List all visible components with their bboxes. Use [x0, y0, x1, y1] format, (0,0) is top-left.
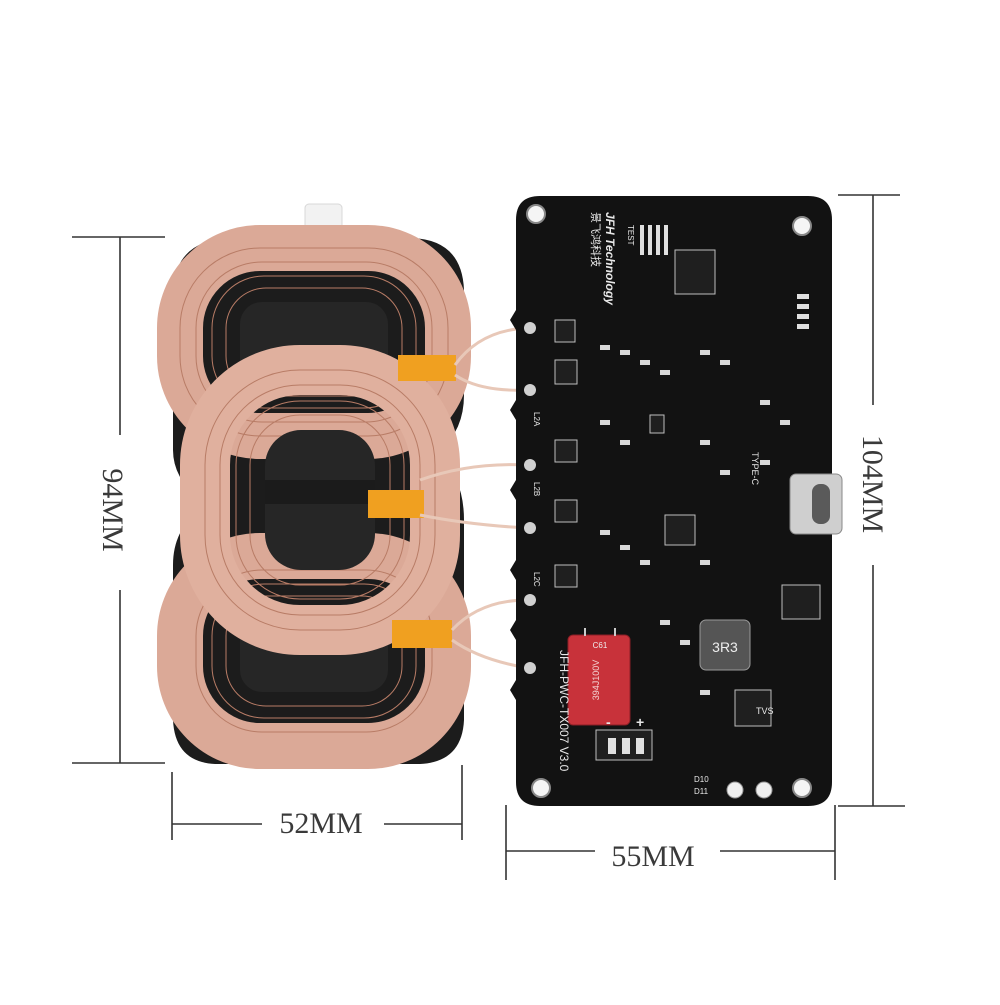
- polarity-plus: +: [636, 714, 644, 730]
- polarity-minus: -: [606, 714, 611, 730]
- brand-en: JFH Technology: [603, 212, 617, 306]
- capacitor-marking: 394J100V: [591, 660, 601, 701]
- coil-label-b: L2B: [532, 482, 541, 496]
- tvs-label: TVS: [756, 706, 774, 716]
- mount-hole: [792, 216, 812, 236]
- coil-label-a: L2A: [532, 412, 541, 427]
- coil-middle: [180, 345, 460, 655]
- pcb-board: 3R3 394J100V C61 JFH Technology 景飞鸿科技 JF…: [510, 196, 843, 806]
- header-pins: [608, 225, 809, 754]
- coil-pads: [524, 322, 536, 674]
- led-label-1: D10: [694, 775, 709, 784]
- usb-type-c-port: [789, 473, 843, 535]
- film-capacitor: 394J100V C61: [567, 628, 631, 726]
- inductor: 3R3: [699, 619, 751, 671]
- capacitor-ref: C61: [593, 641, 608, 650]
- dimension-label-coil-height: 94MM: [96, 468, 129, 552]
- mount-hole: [792, 778, 812, 798]
- kapton-tape-bottom: [392, 620, 452, 648]
- led-indicator: [755, 781, 773, 799]
- usb-label: TYPE-C: [750, 452, 760, 486]
- led-indicator: [726, 781, 744, 799]
- test-label: TEST: [626, 225, 635, 246]
- dimension-lines: [72, 194, 905, 880]
- silkscreen: JFH Technology 景飞鸿科技 JFH-PWC-TX007 V3.0 …: [532, 212, 774, 796]
- model-number: JFH-PWC-TX007 V3.0: [557, 650, 571, 772]
- dimension-label-coil-width: 52MM: [279, 807, 363, 840]
- led-label-2: D11: [694, 787, 709, 796]
- brand-cn: 景飞鸿科技: [589, 212, 603, 267]
- dimension-label-board-height: 104MM: [856, 434, 889, 534]
- coil-assembly: [157, 203, 471, 769]
- mount-hole: [531, 778, 551, 798]
- kapton-tape-middle: [368, 490, 424, 518]
- dimension-label-board-width: 55MM: [611, 840, 695, 873]
- kapton-tape-top: [398, 355, 456, 381]
- inductor-marking: 3R3: [712, 639, 738, 655]
- mount-hole: [526, 204, 546, 224]
- passive-components: [600, 345, 790, 695]
- coil-label-c: L2C: [532, 572, 541, 587]
